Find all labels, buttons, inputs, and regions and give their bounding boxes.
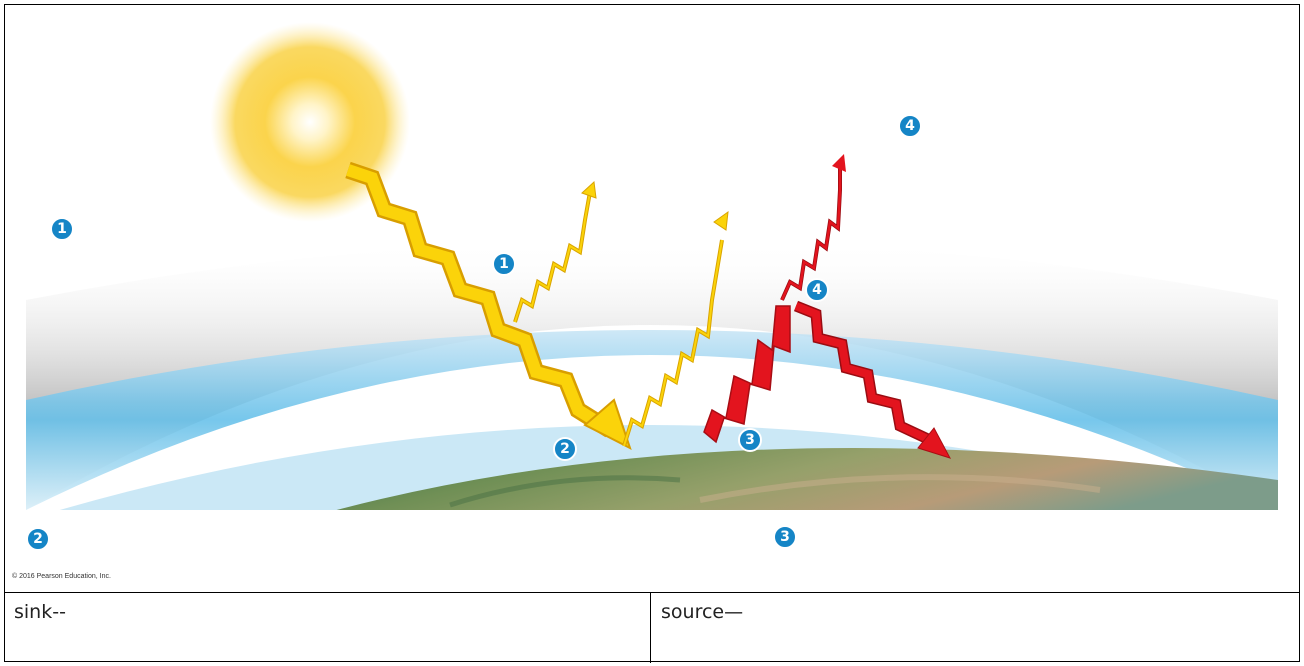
badge-2-left: 2 bbox=[26, 527, 50, 551]
badge-1-left: 1 bbox=[50, 217, 74, 241]
badge-1-center: 1 bbox=[492, 252, 516, 276]
infrared-back-radiation-arrow bbox=[793, 300, 952, 459]
earth-surface bbox=[336, 448, 1278, 510]
copyright-text: © 2016 Pearson Education, Inc. bbox=[12, 573, 111, 580]
sink-cell: sink-- bbox=[4, 593, 651, 663]
badge-3-bottom: 3 bbox=[773, 525, 797, 549]
sink-label: sink-- bbox=[14, 601, 66, 623]
reflected-sunlight-surface bbox=[622, 210, 729, 447]
outer-frame bbox=[4, 4, 1300, 662]
badge-4-center: 4 bbox=[805, 278, 829, 302]
infrared-escaping-arrow bbox=[780, 154, 846, 301]
badge-4-top: 4 bbox=[898, 114, 922, 138]
diagram-illustration bbox=[26, 22, 1278, 510]
badge-2-center: 2 bbox=[553, 437, 577, 461]
greenhouse-diagram: 1 1 2 2 3 3 4 4 © 2016 Pearson Education… bbox=[12, 22, 1278, 580]
atmosphere-layers bbox=[26, 240, 1278, 510]
incoming-sunlight-arrow bbox=[345, 161, 632, 451]
source-label: source— bbox=[661, 601, 744, 623]
badge-3-center: 3 bbox=[738, 428, 762, 452]
source-cell: source— bbox=[651, 593, 1300, 663]
reflected-sunlight-atmosphere bbox=[513, 180, 597, 323]
infrared-from-surface-arrow bbox=[703, 305, 791, 444]
sink-source-table: sink-- source— bbox=[4, 592, 1300, 663]
